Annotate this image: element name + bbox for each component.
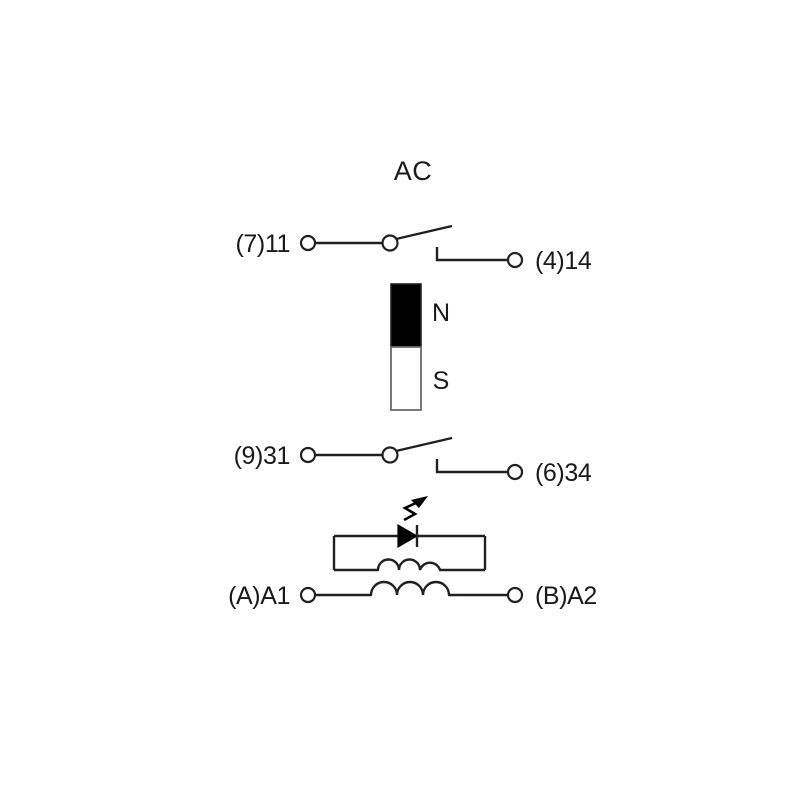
contact-row-1: (7)11 (4)14 — [235, 224, 592, 275]
led-anode-triangle — [397, 523, 419, 549]
magnet-north-label: N — [432, 299, 450, 327]
contact-1-right-terminal-node — [506, 251, 524, 269]
magnet-armature: N S — [390, 283, 450, 411]
contact-1-right-terminal-label: (4)14 — [535, 247, 592, 275]
contact-row-2: (9)31 (6)34 — [234, 436, 592, 487]
diagram-title: AC — [394, 156, 433, 186]
magnet-south-pole-block — [390, 346, 422, 411]
contact-2-fixed-contact — [435, 459, 508, 474]
contact-2-right-terminal-node — [506, 463, 524, 481]
led-light-bolt — [402, 500, 419, 522]
contact-2-pivot-node — [381, 446, 399, 464]
contact-2-blade — [395, 436, 453, 453]
contact-2-right-terminal-label: (6)34 — [535, 459, 592, 487]
auxiliary-coil-winding — [376, 558, 442, 572]
contact-1-blade — [395, 224, 453, 241]
coil-left-terminal-node — [299, 586, 317, 604]
coil-right-terminal-label: (B)A2 — [535, 582, 597, 610]
contact-1-fixed-contact — [435, 247, 508, 262]
contact-1-pivot-node — [381, 234, 399, 252]
contact-2-left-terminal-node — [299, 446, 317, 464]
led-light-arrowhead — [411, 496, 428, 508]
coil-assembly: (A)A1 (B)A2 — [228, 496, 597, 610]
magnet-north-pole-block — [390, 283, 422, 348]
contact-1-left-terminal-node — [299, 234, 317, 252]
coil-right-terminal-node — [506, 586, 524, 604]
coil-left-terminal-label: (A)A1 — [228, 582, 290, 610]
contact-2-left-terminal-label: (9)31 — [234, 442, 290, 470]
magnet-south-label: S — [433, 367, 450, 395]
contact-1-left-terminal-label: (7)11 — [235, 230, 290, 258]
main-coil-winding — [369, 580, 451, 597]
